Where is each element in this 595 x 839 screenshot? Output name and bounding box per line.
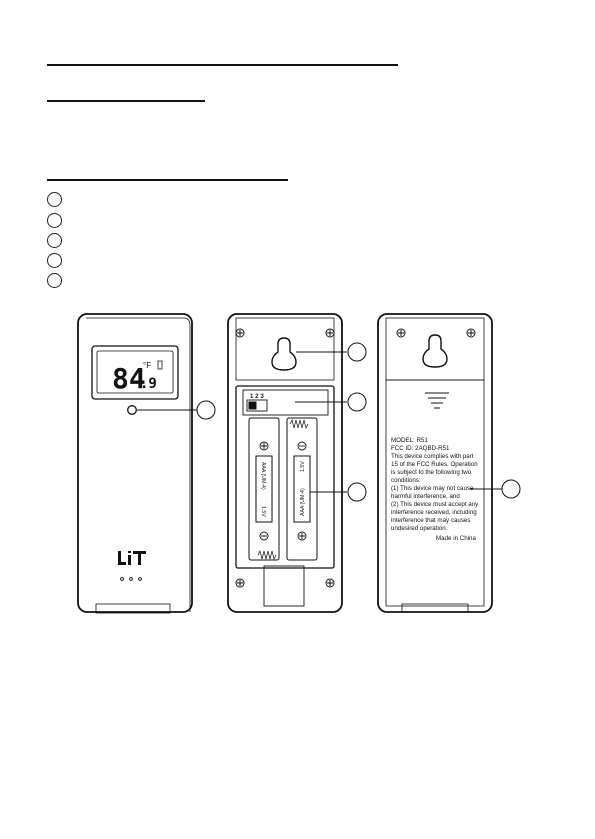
legend-circle-5	[47, 273, 62, 288]
label-line-6: conditions:	[391, 477, 421, 484]
battery-1-label: AAA (UM-4)	[260, 462, 266, 490]
legend-circle-1	[47, 192, 62, 207]
legend-circle-3	[47, 233, 62, 248]
label-line-1: MODEL: R51	[391, 437, 428, 444]
battery-2-label: AAA (UM-4)	[300, 488, 306, 516]
callout-circle-switch	[347, 392, 367, 412]
label-line-11: interference that may causes	[391, 517, 470, 524]
title-underline	[47, 64, 398, 66]
front-view	[77, 313, 197, 614]
channel-switch-digits: 1 2 3	[250, 393, 264, 400]
label-line-8: harmful interference, and	[391, 493, 460, 500]
back-view-open	[227, 313, 347, 613]
label-line-10: interference received, including	[391, 509, 477, 516]
brand-logo-icon	[118, 551, 146, 565]
label-line-2: FCC ID: 2AQBD-R51	[391, 445, 450, 452]
made-in-label: Made in China	[436, 535, 476, 542]
callout-circle-battery	[347, 482, 367, 502]
back-view-closed	[377, 313, 502, 613]
legend-circle-2	[47, 213, 62, 228]
callout-circle-keyhole	[347, 342, 367, 362]
lcd-battery-icon	[157, 360, 163, 370]
label-line-9: (2) This device must accept any	[391, 501, 479, 508]
lcd-decimal: .9	[140, 376, 157, 392]
section-underline	[47, 100, 205, 102]
label-line-3: This device complies with part	[391, 453, 474, 460]
label-line-5: is subject to the following two	[391, 469, 472, 476]
battery-1-voltage: 1.5V	[260, 506, 266, 517]
label-line-7: (1) This device may not cause	[391, 485, 474, 492]
battery-2-voltage: 1.5V	[300, 461, 306, 472]
label-line-4: 15 of the FCC Rules. Operation	[391, 461, 478, 468]
lcd-unit: °F	[143, 361, 151, 370]
callout-circle-front	[196, 400, 216, 420]
legend-circle-4	[47, 253, 62, 268]
parts-heading-underline	[47, 179, 288, 181]
lcd-temperature: 84	[112, 362, 146, 395]
label-line-12: undesired operation.	[391, 525, 448, 532]
callout-circle-label	[501, 479, 521, 499]
